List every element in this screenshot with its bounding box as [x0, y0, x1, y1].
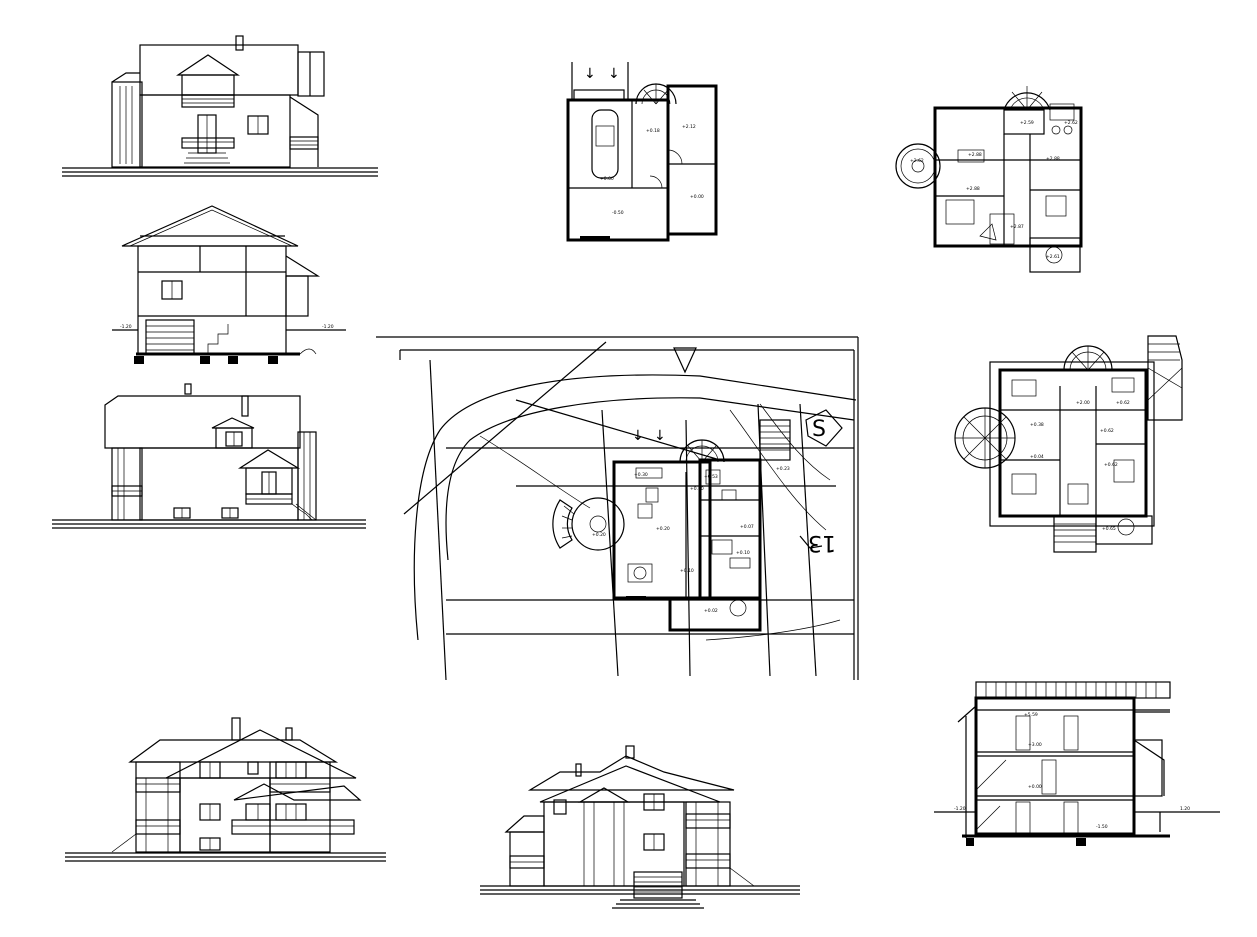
level-tag: -1.20 [954, 806, 966, 812]
svg-text:+0.20: +0.20 [656, 526, 670, 532]
level-tag: +5.59 [1024, 712, 1038, 718]
svg-text:+0.02: +0.02 [704, 608, 718, 614]
elevation-rear-bottom-left [65, 717, 386, 862]
svg-text:+0.38: +0.38 [1030, 422, 1044, 428]
svg-text:+0.10: +0.10 [680, 568, 694, 574]
svg-text:+2.88: +2.88 [968, 152, 982, 158]
svg-text:+0.00: +0.00 [600, 176, 614, 182]
section-left-upper: -1.20 -1.20 [112, 205, 346, 364]
svg-text:-0.50: -0.50 [612, 210, 624, 216]
floor-plan-ground: +2.00 +0.62 +0.38 +0.62 +0.04 +0.62 +0.6… [954, 335, 1183, 553]
north-arrow-icon: S [812, 417, 826, 442]
svg-text:+2.61: +2.61 [1046, 254, 1060, 260]
level-tag: +3.00 [1028, 742, 1042, 748]
level-tag: 1.20 [1180, 806, 1190, 812]
level-tag: -1.50 [1096, 824, 1108, 830]
svg-text:+0.23: +0.23 [776, 466, 790, 472]
svg-text:+0.10: +0.10 [736, 550, 750, 556]
elevation-side-left [52, 383, 366, 529]
floor-plan-upper: +2.59 +2.88 +2.62 +2.88 +2.88 +2.62 +2.8… [895, 86, 1083, 273]
svg-text:+2.62: +2.62 [1064, 120, 1078, 126]
svg-text:+0.62: +0.62 [1104, 462, 1118, 468]
svg-text:+2.00: +2.00 [1076, 400, 1090, 406]
svg-text:+0.04: +0.04 [1030, 454, 1044, 460]
svg-text:+2.88: +2.88 [1046, 156, 1060, 162]
lot-number-label: 13 [808, 530, 836, 555]
svg-text:+0.18: +0.18 [646, 128, 660, 134]
elevation-front-top-left [62, 35, 378, 177]
svg-text:+2.88: +2.88 [966, 186, 980, 192]
svg-text:+0.53: +0.53 [704, 474, 718, 480]
floor-plan-basement: ↓ ↓ +0.18 +2.12 +0.00 +0.00 -0.50 [566, 62, 718, 242]
level-tag: +0.00 [1028, 784, 1042, 790]
svg-text:+0.07: +0.07 [740, 524, 754, 530]
svg-text:+0.60: +0.60 [690, 486, 704, 492]
site-plan: S 13 ↓ ↓ [376, 336, 859, 681]
svg-text:+0.20: +0.20 [592, 532, 606, 538]
svg-text:+0.62: +0.62 [1100, 428, 1114, 434]
elevation-side-bottom-center [480, 745, 800, 909]
svg-text:+0.00: +0.00 [690, 194, 704, 200]
flow-arrow-icon: ↓ [608, 66, 620, 82]
svg-text:+0.65: +0.65 [1102, 526, 1116, 532]
flow-arrow-icon: ↓ [632, 428, 644, 444]
svg-text:+0.62: +0.62 [1116, 400, 1130, 406]
flow-arrow-icon: ↓ [654, 428, 666, 444]
svg-text:+2.62: +2.62 [910, 158, 924, 164]
level-tag: -1.20 [322, 324, 334, 330]
flow-arrow-icon: ↓ [584, 66, 596, 82]
section-right-lower: -1.20 1.20 +5.59 +3.00 +0.00 -1.50 [934, 681, 1220, 846]
svg-text:+2.59: +2.59 [1020, 120, 1034, 126]
level-tag: -1.20 [120, 324, 132, 330]
svg-text:+2.87: +2.87 [1010, 224, 1024, 230]
svg-text:+0.30: +0.30 [634, 472, 648, 478]
svg-text:+2.12: +2.12 [682, 124, 696, 130]
